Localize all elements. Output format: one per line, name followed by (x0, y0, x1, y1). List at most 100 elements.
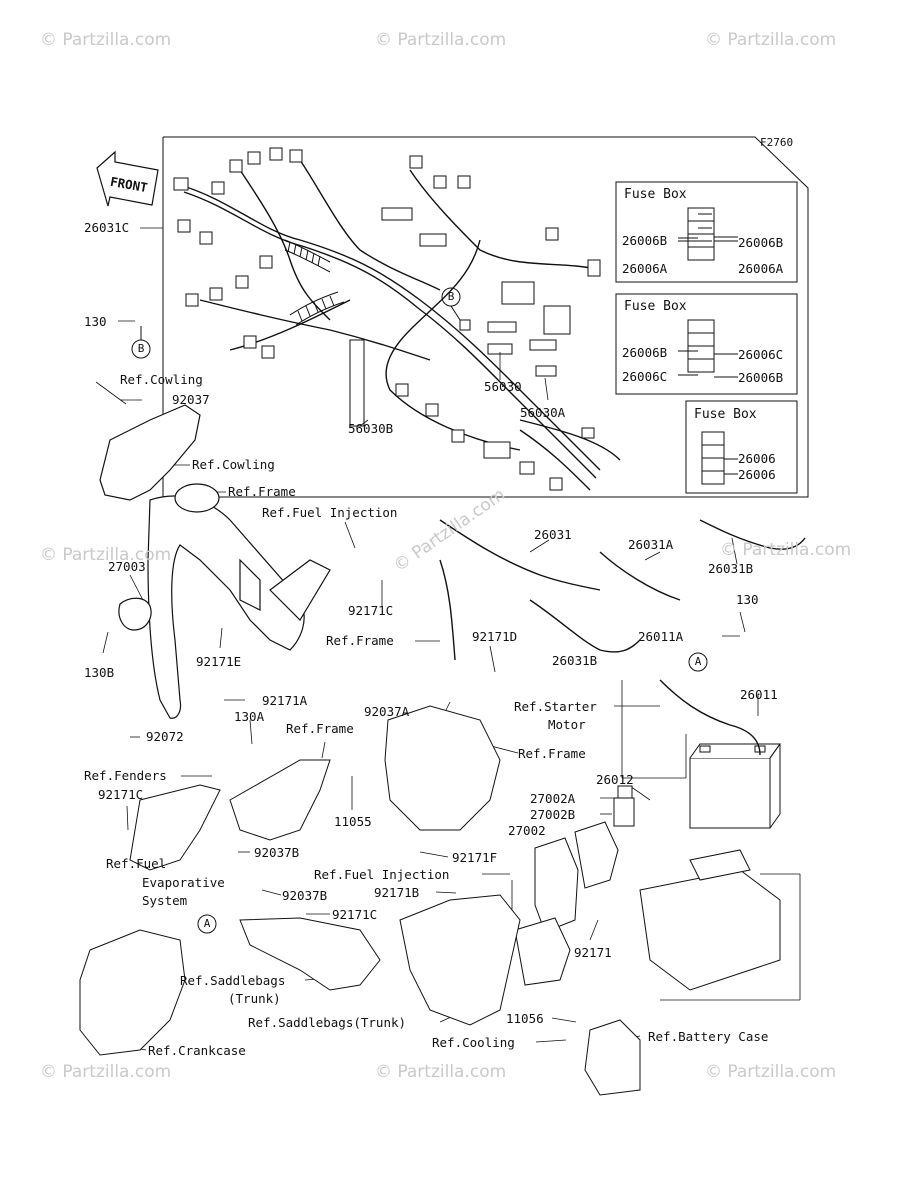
part-label-92037B-1: 92037B (254, 845, 300, 860)
fuse-stack-3 (701, 431, 738, 485)
fuse-box-2-left-label-2: 26006C (622, 369, 668, 384)
part-label-130-right: 130 (736, 592, 759, 607)
fuse-box-1-left-label-1: 26006B (622, 233, 668, 248)
part-label-26011A: 26011A (638, 629, 684, 644)
part-label-56030A: 56030A (520, 405, 566, 420)
part-label-56030B: 56030B (348, 421, 394, 436)
part-label-ref-starter: Ref.Starter (514, 699, 597, 714)
part-label-26031: 26031 (534, 527, 572, 542)
part-label-27002: 27002 (508, 823, 546, 838)
part-label-130: 130 (84, 314, 107, 329)
part-label-92037B-2: 92037B (282, 888, 328, 903)
fuse-box-3-right-label-2: 26006 (738, 467, 776, 482)
watermark: © Partzilla.com (375, 1062, 507, 1082)
corrugated-tube-1 (284, 239, 331, 273)
battery (689, 743, 781, 829)
fuse-box-frame-2 (615, 293, 798, 395)
watermark: © Partzilla.com (705, 1062, 837, 1082)
part-label-ref-frame-3: Ref.Frame (286, 721, 354, 736)
part-label-26031B-1: 26031B (708, 561, 754, 576)
fuse-box-1-left-label-2: 26006A (622, 261, 668, 276)
fuse-stack-2 (678, 319, 738, 378)
callout-b-top: B (447, 290, 455, 303)
rear-fender (399, 894, 521, 1026)
part-label-92171C-3: 92171C (332, 907, 378, 922)
part-label-92171A: 92171A (262, 693, 308, 708)
part-label-92171C-2: 92171C (98, 787, 144, 802)
part-label-ref-cowling-1: Ref.Cowling (120, 372, 203, 387)
cowling-piece (99, 404, 201, 501)
part-label-26031A: 26031A (628, 537, 674, 552)
part-label-26012: 26012 (596, 772, 634, 787)
part-label-ref-saddlebags-2: Ref.Saddlebags(Trunk) (248, 1015, 407, 1030)
part-label-92171C-1: 92171C (348, 603, 394, 618)
part-label-92171B: 92171B (374, 885, 420, 900)
part-label-130B: 130B (84, 665, 115, 680)
fuse-box-2-right-label-2: 26006B (738, 370, 784, 385)
part-label-27002B: 27002B (530, 807, 576, 822)
starter-bracket (229, 759, 331, 841)
crankcase-part (79, 929, 186, 1056)
part-label-ref-saddlebags-1: Ref.Saddlebags (180, 973, 286, 988)
part-label-motor: Motor (548, 717, 586, 732)
part-label-ref-crankcase: Ref.Crankcase (148, 1043, 246, 1058)
watermark: © Partzilla.com (720, 540, 852, 560)
part-label-92171: 92171 (574, 945, 612, 960)
fuse-box-3-title: Fuse Box (694, 407, 757, 422)
sub-harness (439, 519, 806, 756)
frame-outline (118, 483, 331, 719)
fuse-box-2-right-label-1: 26006C (738, 347, 784, 362)
ecu-modules (514, 785, 635, 986)
watermark: © Partzilla.com (40, 545, 172, 565)
part-label-ref-cowling-2: Ref.Cowling (192, 457, 275, 472)
fender-plate (129, 784, 221, 871)
part-label-ref-frame-2: Ref.Frame (326, 633, 394, 648)
fuse-box-frame-1 (615, 181, 798, 283)
part-label-11056: 11056 (506, 1011, 544, 1026)
part-label-ref-battery-case: Ref.Battery Case (648, 1029, 769, 1044)
part-label-27002A: 27002A (530, 791, 576, 806)
part-label-ref-fuel: Ref.Fuel (106, 856, 167, 871)
part-label-92072: 92072 (146, 729, 184, 744)
part-label-ref-fuel-injection-2: Ref.Fuel Injection (314, 867, 450, 882)
saddlebag-bracket (239, 917, 381, 991)
callout-b-left: B (137, 342, 145, 355)
part-label-92037: 92037 (172, 392, 210, 407)
part-label-26011: 26011 (740, 687, 778, 702)
part-label-92171F: 92171F (452, 850, 498, 865)
part-label-56030: 56030 (484, 379, 522, 394)
fuse-stack-1 (678, 207, 738, 261)
fuse-box-1-right-label-2: 26006A (738, 261, 784, 276)
callout-a-circle-right (688, 652, 708, 672)
part-label-trunk: (Trunk) (228, 991, 281, 1006)
part-label-26031C: 26031C (84, 220, 130, 235)
harness-connectors (173, 147, 601, 491)
callout-a-circle-left (197, 914, 217, 934)
cooling-part (584, 1019, 641, 1096)
part-label-92171E: 92171E (196, 654, 242, 669)
part-label-11055: 11055 (334, 814, 372, 829)
part-label-ref-fuel-injection-1: Ref.Fuel Injection (262, 505, 398, 520)
part-label-27003: 27003 (108, 559, 146, 574)
fuse-box-frame-3 (685, 400, 798, 494)
fuse-box-1-title: Fuse Box (624, 187, 687, 202)
battery-case (639, 849, 781, 991)
figure-code: F2760 (760, 136, 794, 149)
part-label-26031B-2: 26031B (552, 653, 598, 668)
callout-a-left: A (203, 917, 211, 930)
fuse-box-3-right-label-1: 26006 (738, 451, 776, 466)
front-arrow-outline (96, 150, 159, 207)
fuse-box-1-right-label-1: 26006B (738, 235, 784, 250)
part-label-ref-frame-1: Ref.Frame (228, 484, 296, 499)
watermark: © Partzilla.com (40, 30, 172, 50)
fuse-box-2-title: Fuse Box (624, 299, 687, 314)
part-label-evaporative: Evaporative (142, 875, 225, 890)
fuse-box-2-left-label-1: 26006B (622, 345, 668, 360)
part-label-ref-cooling: Ref.Cooling (432, 1035, 515, 1050)
part-label-system: System (142, 893, 188, 908)
frame-bracket (384, 705, 501, 831)
part-label-130A: 130A (234, 709, 265, 724)
watermark: © Partzilla.com (40, 1062, 172, 1082)
